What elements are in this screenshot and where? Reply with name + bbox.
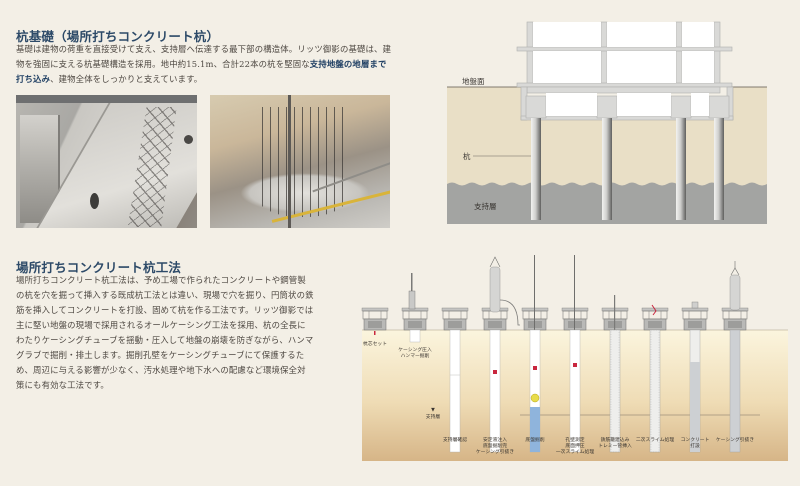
step-label-10: ケーシング引抜き bbox=[715, 438, 755, 443]
step-label-8: 二次スライム処理 bbox=[635, 438, 675, 443]
pile-foundation-diagram: 地盤面 杭 支持層 bbox=[447, 0, 767, 230]
step-label-7: 鉄筋籠建込みトレミー管挿入 bbox=[598, 438, 632, 449]
pile-label: 杭 bbox=[463, 152, 471, 161]
pile-foundation-description: 基礎は建物の荷重を直接受けて支え、支持層へ伝達する最下部の構造体。リッツ御影の基… bbox=[16, 42, 392, 87]
description-text-end: 、建物全体をしっかりと支えています。 bbox=[50, 74, 203, 84]
foundation-cross-section-svg bbox=[447, 21, 767, 224]
foundation-rebar-photo bbox=[16, 95, 197, 228]
method-description: 場所打ちコンクリート杭工法は、予め工場で作られたコンクリートや鋼管製の杭を穴を掘… bbox=[16, 275, 314, 390]
step-label-3: 支持層確認 bbox=[443, 438, 467, 443]
photo-hole bbox=[184, 135, 193, 144]
description-text: 基礎は建物の荷重を直接受けて支え、支持層へ伝達する最下部の構造体。リッツ御影の基… bbox=[16, 44, 392, 69]
step-label-2: ケーシング圧入ハンマー掘削 bbox=[398, 348, 432, 359]
process-steps-svg bbox=[361, 255, 788, 461]
step-label-1: 杭芯セット bbox=[363, 342, 387, 347]
description-highlight: 支持地盤の地層まで打ち込み bbox=[16, 59, 387, 84]
photo-hole bbox=[90, 193, 99, 209]
section-title-pile-foundation: 杭基礎（場所打ちコンクリート杭） bbox=[16, 29, 220, 44]
bearing-layer-marker: ▼ bbox=[431, 408, 435, 413]
step-label-9: コンクリート打設 bbox=[680, 438, 710, 449]
photo-rebar-cage bbox=[255, 107, 350, 217]
photo-pole bbox=[288, 95, 291, 228]
section-title-cast-in-place-method: 場所打ちコンクリート杭工法 bbox=[16, 260, 182, 275]
step-label-4: 安定液注入底盤掘削完ケーシング引抜き bbox=[475, 438, 515, 455]
step-label-5: 底盤掘削 bbox=[525, 438, 545, 443]
bearing-layer-label: 支持層 bbox=[425, 415, 441, 420]
bearing-layer-label: 支持層 bbox=[474, 202, 497, 211]
step-label-6: 孔壁測定底面押圧一次スライム処理 bbox=[555, 438, 595, 455]
construction-process-diagram: ▼ 支持層 杭芯セット ケーシング圧入ハンマー掘削 支持層確認 安定液注入底盤掘… bbox=[340, 255, 800, 486]
pile-cage-photo bbox=[210, 95, 390, 228]
ground-surface-label: 地盤面 bbox=[462, 77, 485, 86]
